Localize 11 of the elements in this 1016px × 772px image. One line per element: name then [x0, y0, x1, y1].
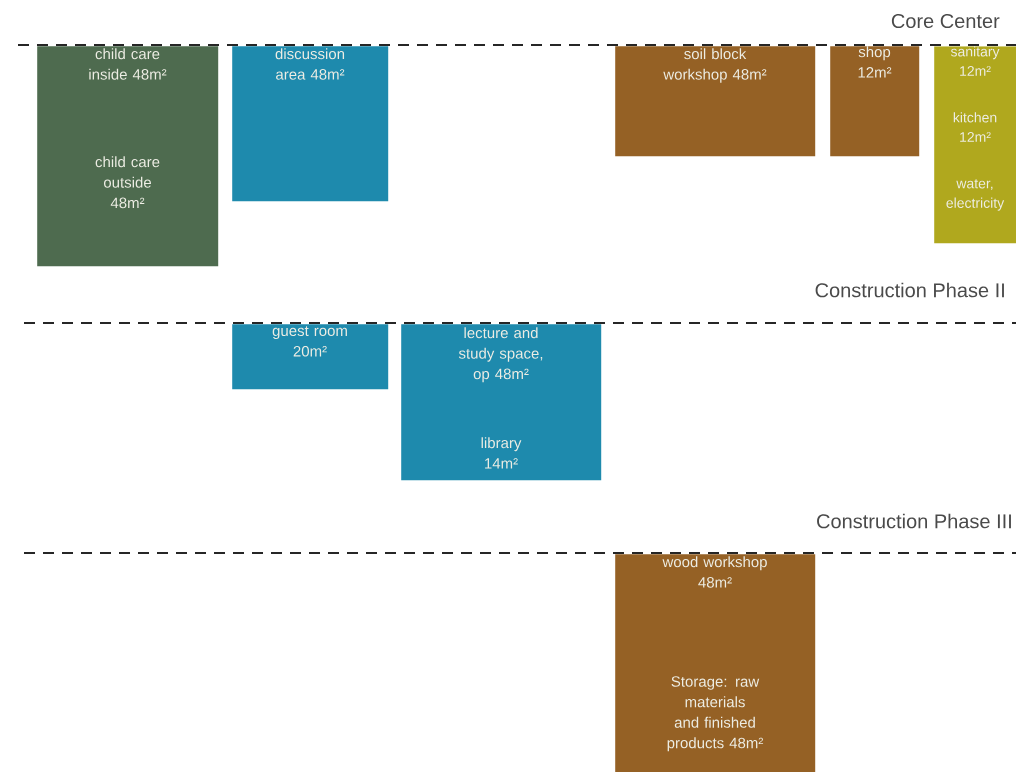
room-box: shop 12m² [830, 46, 920, 157]
room-box: wood workshop 48m² Storage: raw materials and finished products 48m² [615, 554, 816, 772]
phase-heading: Construction Phase II [815, 282, 1004, 298]
phase-heading: Construction Phase III [817, 513, 1011, 529]
room-box: lecture and study space, op 48m² library 14m² [401, 324, 602, 481]
room-box: child care inside 48m² child care outside 48m² [37, 46, 219, 267]
room-box: guest room 20m² [232, 324, 389, 390]
room-box: discussion area 48m² [232, 46, 389, 202]
room-box: soil block workshop 48m² [615, 46, 816, 157]
phase-heading: Core Center [891, 13, 1000, 29]
room-box: sanitary 12m² kitchen 12m² water, electricity [934, 46, 1016, 244]
